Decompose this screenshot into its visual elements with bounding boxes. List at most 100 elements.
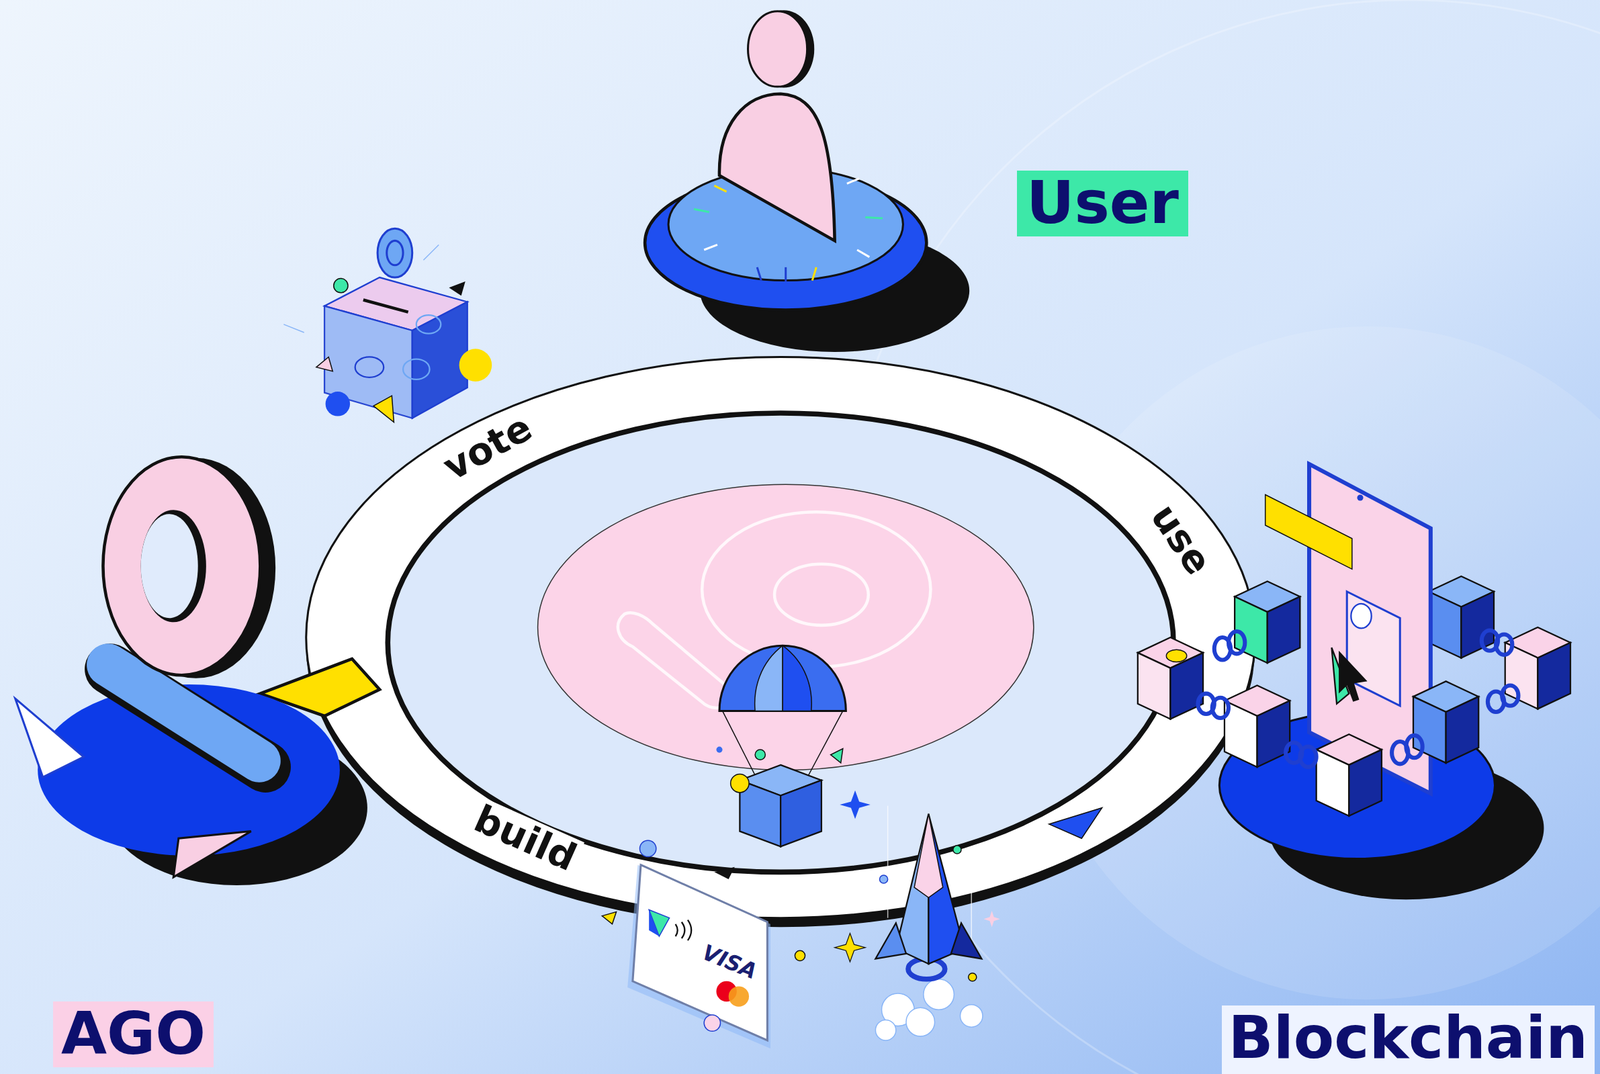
- ago-logo: [15, 456, 368, 886]
- rocket: [970, 846, 972, 949]
- node-title: User: [1026, 171, 1179, 234]
- parachute: [730, 774, 749, 793]
- blockchain-figure: [1197, 630, 1519, 767]
- blockchain-figure: [1495, 634, 1513, 655]
- blockchain-figure: [1137, 637, 1204, 719]
- blockchain-figure: [1350, 603, 1371, 629]
- user-figure: [847, 178, 860, 185]
- user-figure: [784, 267, 787, 282]
- blockchain-figure: [1316, 734, 1382, 816]
- rocket: [960, 1004, 983, 1028]
- user-figure: [714, 185, 727, 192]
- blockchain-figure: [1166, 649, 1187, 662]
- node-title: AGO: [61, 1002, 206, 1065]
- ballot-box: [377, 228, 413, 278]
- title-box: User: [1016, 170, 1189, 237]
- rocket: [875, 922, 907, 959]
- payment-card: [648, 910, 670, 937]
- rocket: [906, 1007, 936, 1037]
- ago-logo: [141, 513, 199, 618]
- parachute: [754, 749, 766, 760]
- blockchain-figure: [1299, 746, 1316, 768]
- blockchain-figure: [1228, 631, 1245, 654]
- ballot-box: [448, 281, 465, 296]
- blockchain-figure: [1505, 627, 1571, 709]
- payment-card: [601, 840, 805, 1049]
- ring-arrows: [259, 658, 1102, 839]
- ballot-box: [363, 299, 409, 312]
- user-figure: [812, 267, 817, 281]
- ago-logo: [102, 456, 260, 676]
- ballot-box: [355, 356, 385, 377]
- user-figure: [693, 208, 710, 213]
- ago-logo: [15, 698, 84, 778]
- rocket: [875, 1020, 896, 1041]
- blockchain-figure: [1265, 494, 1353, 569]
- payment-card: [675, 920, 692, 941]
- user-figure: [703, 244, 718, 250]
- rocket: [951, 922, 983, 959]
- blockchain-figure: [1501, 685, 1519, 706]
- node-title: Blockchain: [1228, 1006, 1588, 1069]
- payment-card: [703, 1014, 721, 1032]
- payment-card: [627, 865, 771, 1049]
- cycle-ring: [774, 564, 869, 626]
- title-box: AGO: [53, 1001, 214, 1068]
- parachute: [780, 780, 822, 848]
- ballot-box: [283, 324, 304, 333]
- parachute: [803, 710, 843, 786]
- ballot-box: [459, 348, 493, 382]
- ballot-box: [416, 315, 441, 334]
- user-figure: [748, 11, 808, 87]
- payment-card: [714, 867, 735, 880]
- rocket: [953, 845, 962, 854]
- cycle-ring: [538, 484, 1034, 770]
- blockchain-figure: [1137, 464, 1571, 900]
- payment-card: [632, 865, 768, 1041]
- ballot-box: [324, 306, 413, 419]
- rocket: [887, 806, 889, 919]
- parachute: [830, 748, 843, 764]
- rocket: [834, 806, 1001, 1041]
- blockchain-figure: [1338, 650, 1368, 702]
- blockchain-figure: [1212, 697, 1229, 719]
- parachute: [716, 645, 870, 847]
- ballot-box: [403, 359, 430, 380]
- parachute: [716, 746, 723, 753]
- user-figure: [757, 267, 762, 281]
- payment-card: [639, 840, 656, 857]
- ballot-box: [386, 240, 404, 265]
- blockchain-figure: [1224, 685, 1290, 767]
- ring-arrows: [1049, 808, 1103, 839]
- rocket: [834, 932, 866, 962]
- user-figure: [644, 10, 970, 352]
- payment-card: [601, 912, 616, 925]
- ballot-box: [373, 395, 394, 422]
- user-figure: [719, 94, 835, 242]
- payment-card: [728, 986, 749, 1007]
- parachute: [719, 645, 846, 711]
- payment-card: [648, 910, 659, 937]
- ago-logo: [173, 831, 251, 878]
- cycle-ring: [387, 413, 1174, 872]
- ago-logo: [108, 664, 260, 762]
- cycle-ring: [306, 356, 1256, 918]
- rocket: [923, 979, 955, 1011]
- blockchain-figure: [1356, 494, 1363, 501]
- user-figure: [865, 216, 883, 219]
- cycle-ring: [701, 511, 931, 668]
- title-box: Blockchain: [1221, 1005, 1595, 1074]
- parachute: [782, 645, 812, 711]
- ballot-box: [423, 244, 439, 260]
- ballot-box: [325, 391, 350, 416]
- blockchain-figure: [1405, 735, 1422, 758]
- ballot-box: [333, 278, 348, 293]
- ballot-box: [316, 356, 333, 371]
- ballot-box: [283, 228, 492, 423]
- rocket: [983, 910, 1000, 927]
- parachute: [754, 645, 784, 711]
